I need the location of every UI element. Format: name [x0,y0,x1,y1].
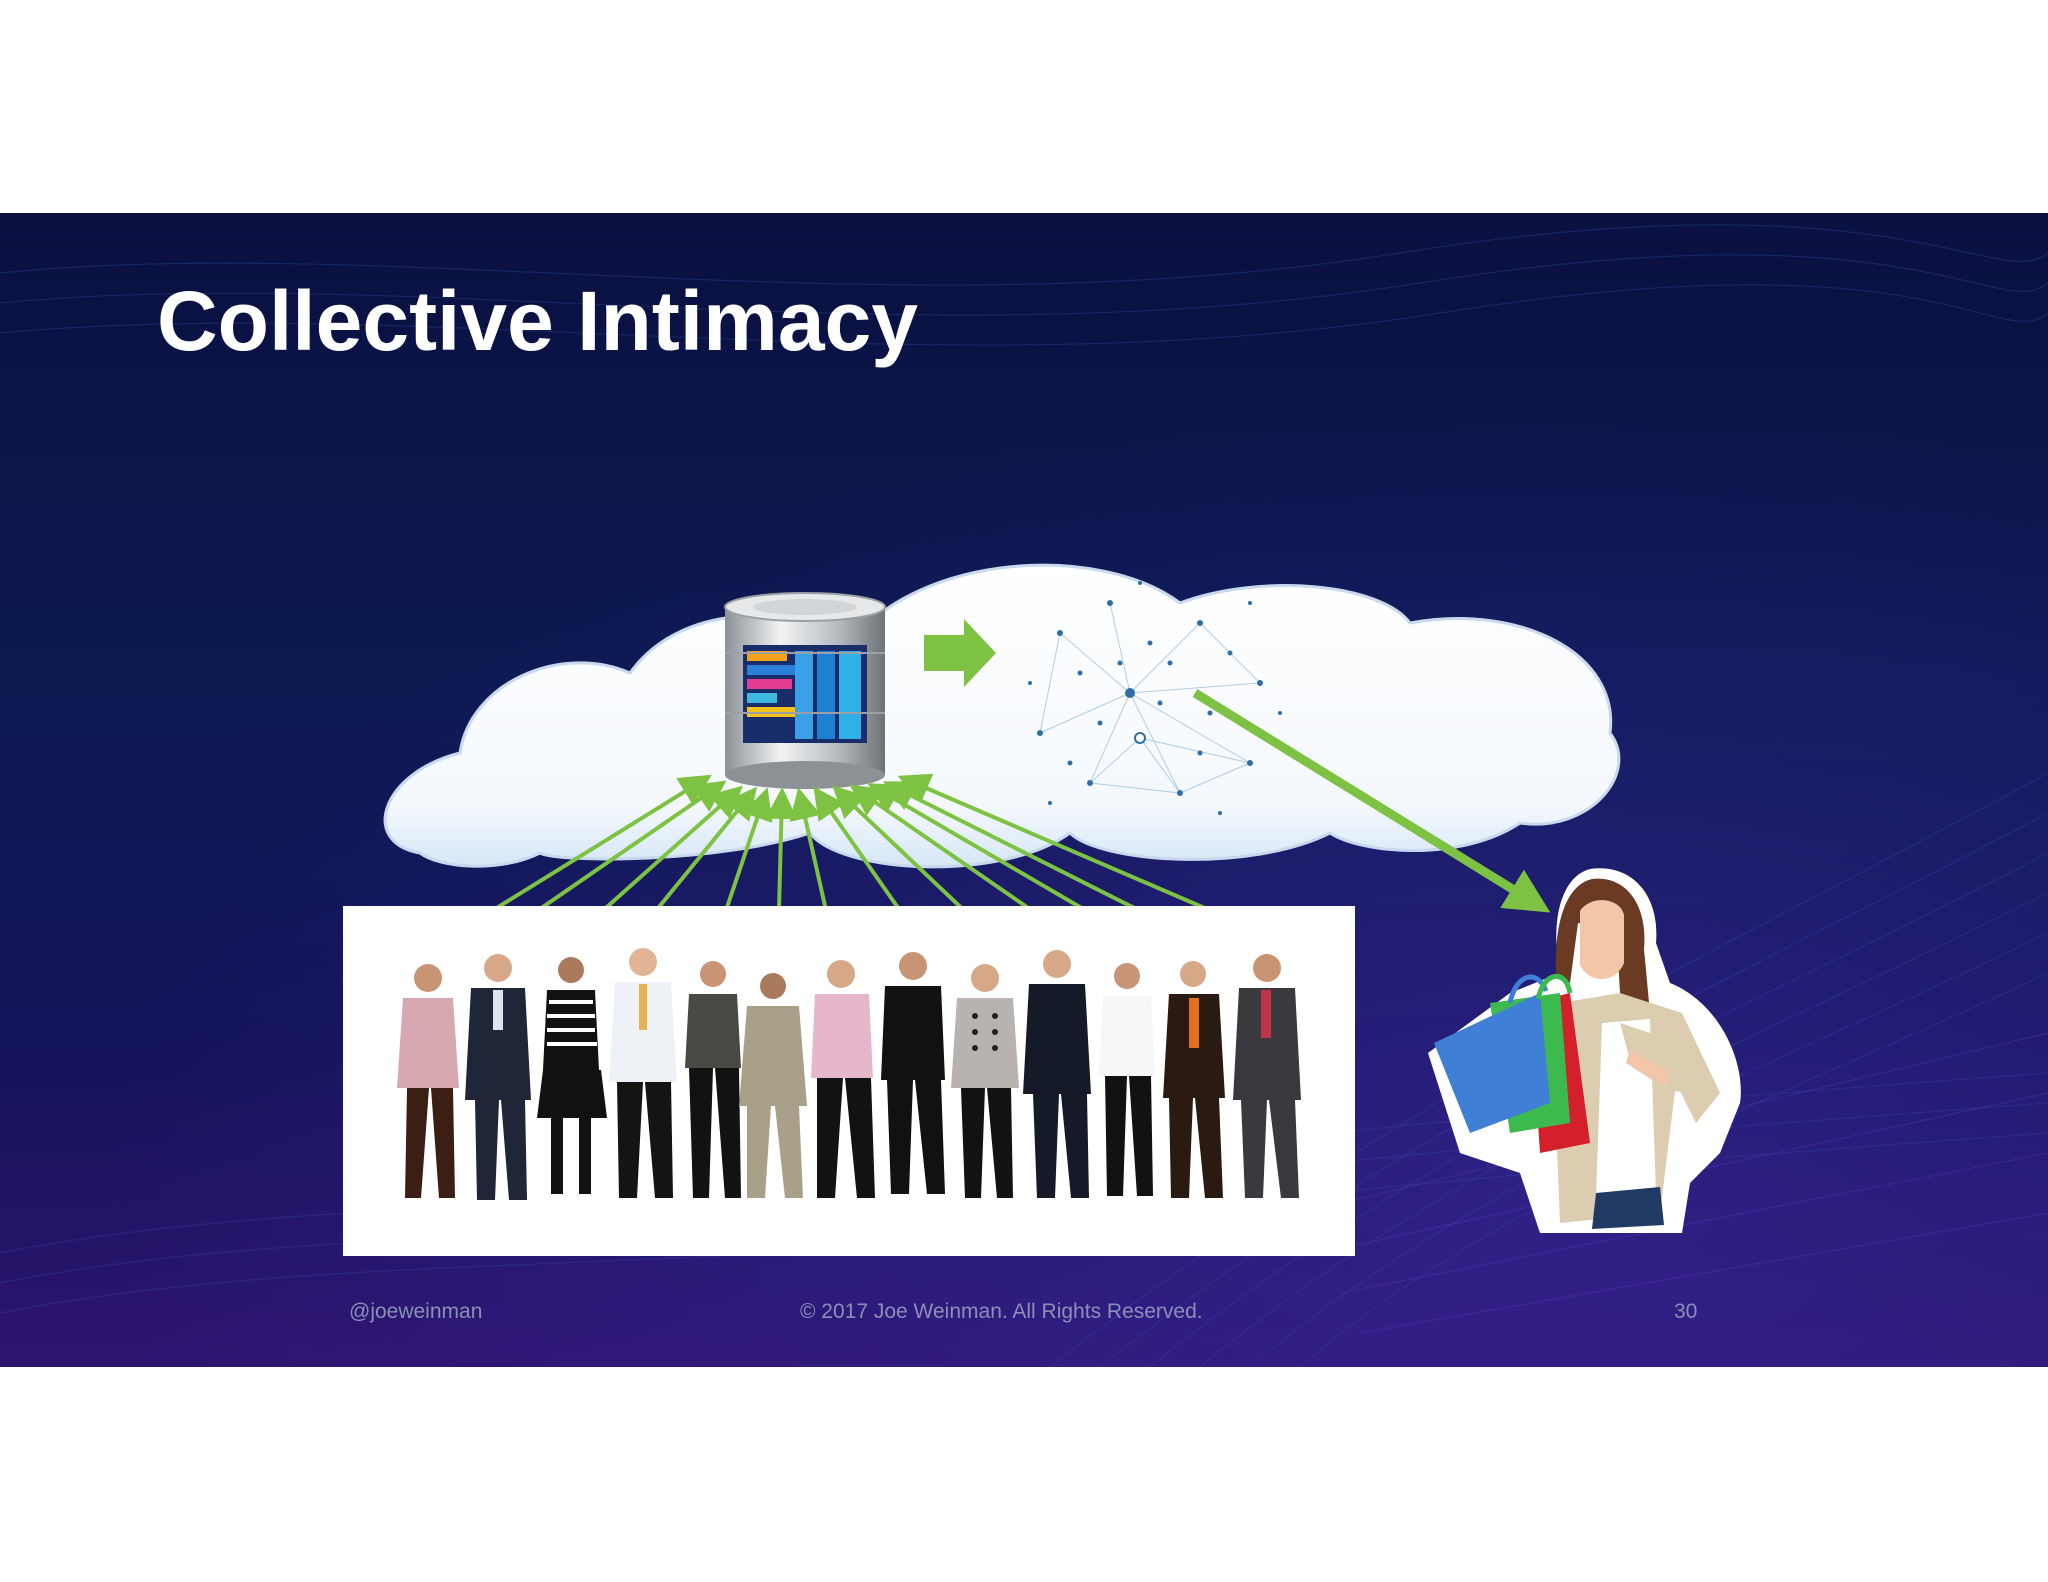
slide-title: Collective Intimacy [157,274,918,368]
person-10 [1023,950,1091,1198]
arrow-to-shopper [1192,689,1551,913]
person-12 [1163,961,1225,1198]
database-icon [724,592,886,789]
footer-copyright: © 2017 Joe Weinman. All Rights Reserved. [800,1300,1203,1323]
person-11 [1099,963,1155,1196]
network-graph-icon [1028,581,1282,815]
diagram [383,563,1621,950]
arrow-to-network [924,619,996,687]
footer-handle: @joeweinman [349,1300,483,1323]
person-3 [537,957,607,1194]
person-6 [739,973,807,1198]
person-2 [465,954,531,1200]
person-9 [951,964,1019,1198]
person-5 [685,961,741,1198]
page-number: 30 [1674,1300,1698,1323]
slide: Collective Intimacy [0,213,2048,1367]
person-13 [1233,954,1301,1198]
crowd-of-people-photo [343,906,1355,1256]
person-4 [609,948,677,1198]
person-7 [811,960,875,1198]
person-1 [397,964,459,1198]
woman-with-shopping-bags-illustration [1428,868,1741,1233]
crowd-figures [397,948,1301,1200]
person-8 [881,952,945,1194]
